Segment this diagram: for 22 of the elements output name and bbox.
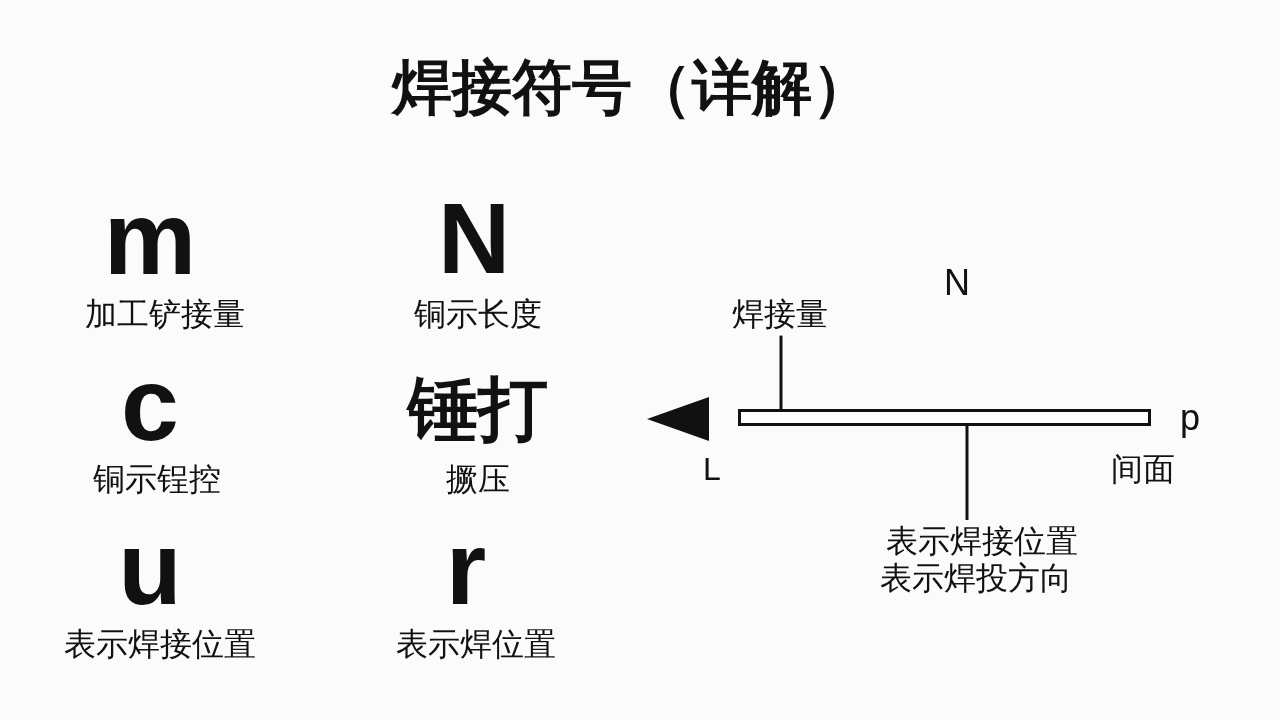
description-text: 表示焊位置	[396, 627, 556, 663]
symbol-letter: r	[445, 516, 487, 620]
title: 焊接符号（详解）	[392, 55, 872, 121]
leader-line	[965, 426, 969, 520]
description-text: 加工铲接量	[85, 297, 245, 333]
annotation-text: 表示焊投方向	[880, 559, 1073, 597]
description-text: 铜示长度	[414, 297, 542, 333]
dimension-letter: p	[1180, 398, 1200, 438]
description-text: 撅压	[446, 462, 510, 498]
leader-label: 焊接量	[732, 297, 828, 333]
description-text: 表示焊接位置	[64, 627, 256, 663]
leader-line	[779, 335, 783, 409]
description-text: 铜示锃控	[93, 462, 221, 498]
symbol-letter: c	[121, 352, 179, 456]
annotation-text: 间面	[1111, 452, 1175, 488]
symbol-letter: N	[437, 188, 511, 288]
dimension-letter: N	[944, 263, 970, 303]
annotation-text: 表示焊接位置	[886, 523, 1078, 560]
symbol-letter: u	[118, 516, 182, 620]
symbol-letter: m	[103, 186, 197, 290]
dimension-letter: L	[703, 452, 721, 488]
symbol-text: 锤打	[408, 373, 548, 447]
